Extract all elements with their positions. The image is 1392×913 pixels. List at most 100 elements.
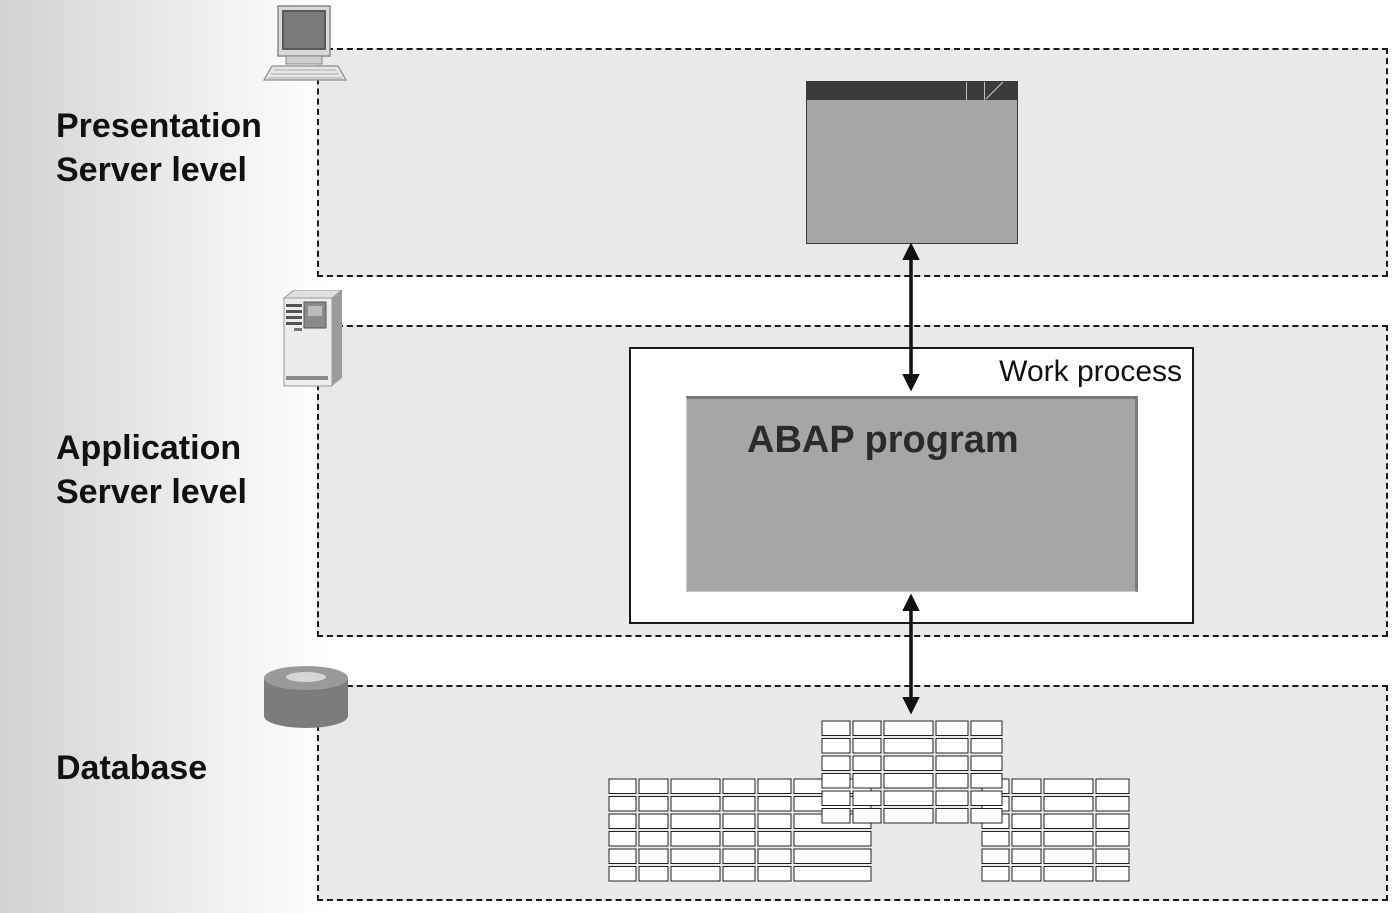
table-cell xyxy=(670,866,721,882)
table-cell xyxy=(757,831,792,847)
gui-window-titlebar xyxy=(807,82,1018,100)
table-cell xyxy=(1095,831,1130,847)
table-cell xyxy=(883,738,934,754)
table-cell xyxy=(722,778,756,794)
table-cell xyxy=(852,808,882,824)
table-cell xyxy=(935,773,969,789)
table-cell xyxy=(1043,813,1094,829)
table-cell xyxy=(883,720,934,736)
table-cell xyxy=(1043,796,1094,812)
table-cell xyxy=(1011,813,1042,829)
presentation-level-label: Presentation Server level xyxy=(56,104,262,192)
table-cell xyxy=(1095,848,1130,864)
table-cell xyxy=(1043,778,1094,794)
table-cell xyxy=(821,808,851,824)
table-cell xyxy=(757,848,792,864)
table-cell xyxy=(970,808,1003,824)
table-cell xyxy=(1011,866,1042,882)
table-cell xyxy=(821,790,851,806)
table-cell xyxy=(608,848,637,864)
table-cell xyxy=(638,831,669,847)
table-cell xyxy=(852,738,882,754)
table-cell xyxy=(638,848,669,864)
table-cell xyxy=(1043,866,1094,882)
table-cell xyxy=(821,773,851,789)
gui-window-divider xyxy=(966,82,967,100)
table-cell xyxy=(821,755,851,771)
table-cell xyxy=(757,866,792,882)
table-cell xyxy=(852,790,882,806)
table-cell xyxy=(852,773,882,789)
presentation-label-line1: Presentation xyxy=(56,107,262,145)
table-cell xyxy=(608,778,637,794)
table-cell xyxy=(757,813,792,829)
table-cell xyxy=(1043,831,1094,847)
table-cell xyxy=(793,866,872,882)
right-table-grid xyxy=(981,778,1130,882)
table-cell xyxy=(1095,778,1130,794)
table-cell xyxy=(970,755,1003,771)
abap-program-label: ABAP program xyxy=(747,419,1019,461)
table-cell xyxy=(722,866,756,882)
center-table-grid xyxy=(821,720,1003,824)
table-cell xyxy=(608,796,637,812)
application-label-line2: Server level xyxy=(56,473,247,511)
table-cell xyxy=(883,790,934,806)
table-cell xyxy=(793,848,872,864)
table-cell xyxy=(1011,831,1042,847)
table-cell xyxy=(981,831,1010,847)
table-cell xyxy=(1011,848,1042,864)
table-cell xyxy=(970,720,1003,736)
database-tables xyxy=(608,720,1130,882)
table-cell xyxy=(883,773,934,789)
table-cell xyxy=(608,831,637,847)
table-cell xyxy=(638,796,669,812)
table-cell xyxy=(638,778,669,794)
table-cell xyxy=(670,813,721,829)
table-cell xyxy=(722,848,756,864)
table-cell xyxy=(722,796,756,812)
window-corner-icon xyxy=(985,82,1018,100)
table-cell xyxy=(821,738,851,754)
table-cell xyxy=(757,778,792,794)
database-level-label: Database xyxy=(56,746,207,790)
table-cell xyxy=(670,831,721,847)
work-process-label: Work process xyxy=(999,355,1182,388)
table-cell xyxy=(722,831,756,847)
database-label-line1: Database xyxy=(56,749,208,787)
desktop-computer-icon xyxy=(262,4,348,82)
table-cell xyxy=(970,738,1003,754)
table-cell xyxy=(722,813,756,829)
table-cell xyxy=(981,848,1010,864)
table-cell xyxy=(670,796,721,812)
table-cell xyxy=(970,790,1003,806)
table-cell xyxy=(935,720,969,736)
table-cell xyxy=(670,778,721,794)
table-cell xyxy=(1095,866,1130,882)
application-level-label: Application Server level xyxy=(56,426,247,514)
abap-program-box: ABAP program xyxy=(686,396,1138,592)
table-cell xyxy=(1011,796,1042,812)
application-label-line1: Application xyxy=(56,429,242,467)
server-tower-icon xyxy=(282,290,344,390)
table-cell xyxy=(1043,848,1094,864)
table-cell xyxy=(935,755,969,771)
table-cell xyxy=(793,831,872,847)
table-cell xyxy=(757,796,792,812)
table-cell xyxy=(821,720,851,736)
table-cell xyxy=(935,790,969,806)
table-cell xyxy=(1011,778,1042,794)
table-cell xyxy=(852,755,882,771)
table-cell xyxy=(981,866,1010,882)
table-cell xyxy=(608,813,637,829)
table-cell xyxy=(852,720,882,736)
table-cell xyxy=(638,866,669,882)
database-cylinder-icon xyxy=(262,664,350,732)
presentation-label-line2: Server level xyxy=(56,151,247,189)
table-cell xyxy=(670,848,721,864)
table-cell xyxy=(970,773,1003,789)
table-cell xyxy=(883,755,934,771)
table-cell xyxy=(1095,796,1130,812)
table-cell xyxy=(935,738,969,754)
